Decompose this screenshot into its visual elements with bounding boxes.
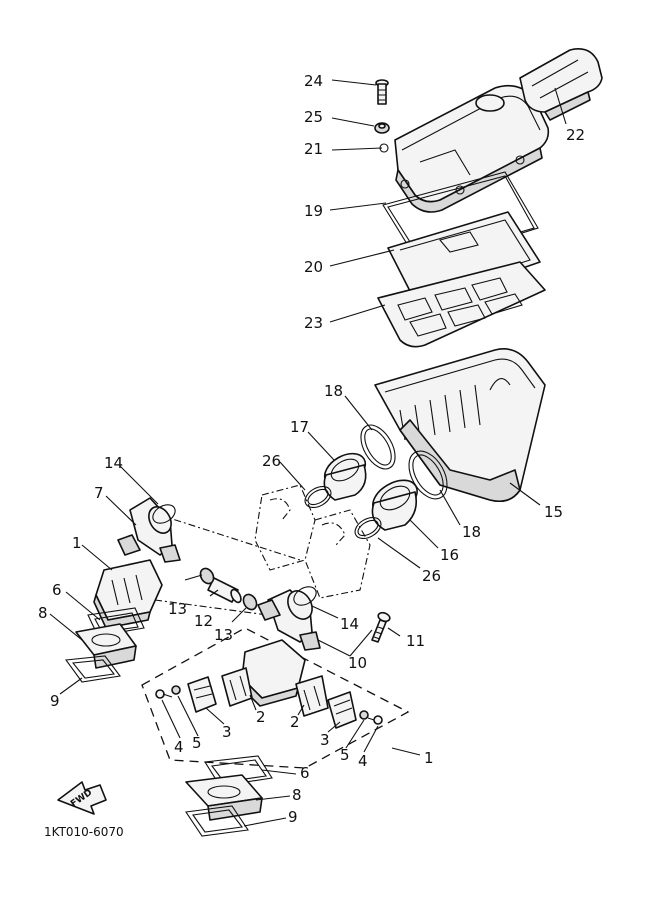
label-8-lower: 8 [292, 786, 302, 804]
label-22: 22 [566, 126, 585, 144]
label-12: 12 [194, 612, 213, 630]
label-7: 7 [94, 484, 104, 502]
label-21: 21 [304, 140, 323, 158]
reed-2-left [221, 667, 253, 707]
label-11: 11 [406, 632, 425, 650]
label-1-lower: 1 [424, 749, 434, 767]
air-filter-case-cover [379, 84, 550, 213]
label-4-right: 4 [358, 752, 368, 770]
bolt-11 [371, 611, 391, 643]
label-6-lower: 6 [300, 764, 310, 782]
diagram-code: 1KT010-6070 [44, 825, 124, 839]
label-3-left: 3 [222, 723, 232, 741]
label-9-upper: 9 [50, 692, 60, 710]
gasket-9-left [64, 655, 121, 683]
label-1-upper: 1 [72, 534, 82, 552]
stopper-3-right [327, 691, 357, 729]
clip-13-left [199, 567, 215, 585]
hose-12 [207, 577, 242, 604]
spacer-8-bottom [185, 774, 263, 821]
screw-4-right [367, 715, 383, 725]
label-20: 20 [304, 258, 323, 276]
label-18-upper: 18 [324, 382, 343, 400]
screw-24 [375, 79, 389, 105]
label-4-left: 4 [174, 738, 184, 756]
clamp-26-lower [354, 516, 382, 540]
label-24: 24 [304, 72, 323, 90]
label-10: 10 [348, 654, 367, 672]
part-number-labels: 24 25 21 22 19 20 23 18 17 26 15 18 16 2… [38, 72, 585, 826]
label-26-lower: 26 [422, 567, 441, 585]
label-2-right: 2 [290, 713, 300, 731]
label-14-lower: 14 [340, 615, 359, 633]
air-filter-case [374, 348, 546, 503]
label-19: 19 [304, 202, 323, 220]
stopper-3-left [187, 676, 217, 713]
label-8-upper: 8 [38, 604, 48, 622]
label-23: 23 [304, 314, 323, 332]
clamp-26-upper [304, 485, 332, 509]
label-13-left: 13 [168, 600, 187, 618]
carburetor-joint-10 [257, 589, 321, 651]
joint-17 [323, 452, 367, 501]
label-14-upper: 14 [104, 454, 123, 472]
washer-5-right [359, 710, 369, 720]
gasket-9-bottom [185, 805, 249, 837]
reed-valve-exploded-box [141, 627, 410, 769]
label-5-right: 5 [340, 746, 350, 764]
label-18-lower: 18 [462, 523, 481, 541]
screw-4-left [155, 689, 173, 699]
leader-lines [49, 79, 567, 827]
label-15: 15 [544, 503, 563, 521]
label-6-upper: 6 [52, 581, 62, 599]
clamp-14-lower [293, 586, 317, 606]
washer-25 [374, 122, 390, 134]
label-26-upper: 26 [262, 452, 281, 470]
clamp-14-upper [152, 504, 176, 524]
label-17: 17 [290, 418, 309, 436]
joint-band-18-upper [360, 424, 396, 470]
carburetor-joint-7 [117, 497, 181, 563]
clip-13-right [242, 593, 258, 611]
intake-duct [519, 48, 603, 121]
label-16: 16 [440, 546, 459, 564]
label-3-right: 3 [320, 731, 330, 749]
label-13-right: 13 [214, 626, 233, 644]
forward-arrow-icon [57, 781, 107, 815]
label-25: 25 [304, 108, 323, 126]
element-frame-23 [377, 261, 546, 348]
carburetor-phantom [254, 484, 371, 599]
label-5-left: 5 [192, 734, 202, 752]
reed-valve-left [93, 559, 163, 629]
label-2-left: 2 [256, 708, 266, 726]
joint-16 [371, 479, 418, 531]
washer-5-left [171, 685, 181, 695]
label-9-lower: 9 [288, 808, 298, 826]
